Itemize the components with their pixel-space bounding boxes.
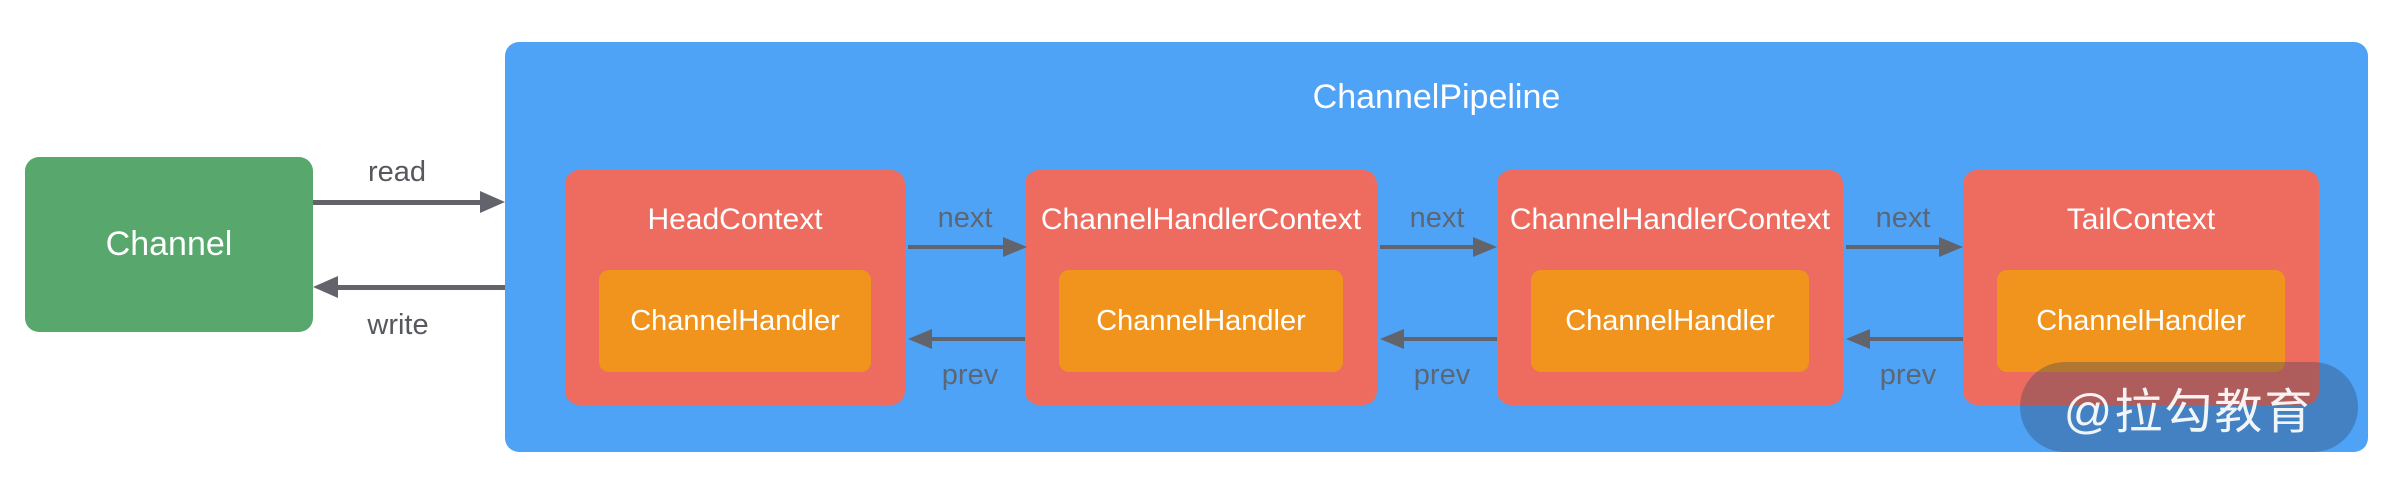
next-arrow-1-shaft bbox=[908, 245, 1005, 249]
context-node-tail: TailContext ChannelHandler bbox=[1963, 170, 2319, 405]
prev-arrow-1-shaft bbox=[930, 337, 1025, 341]
context-title: HeadContext bbox=[647, 203, 823, 236]
handler-label: ChannelHandler bbox=[1565, 304, 1775, 337]
watermark-badge: @拉勾教育 bbox=[2020, 362, 2358, 452]
prev-arrow-2-head bbox=[1380, 329, 1404, 349]
prev-arrow-3-head bbox=[1846, 329, 1870, 349]
next-label-3: next bbox=[1875, 202, 1931, 234]
handler-node: ChannelHandler bbox=[599, 270, 871, 372]
context-title: TailContext bbox=[2066, 203, 2216, 236]
handler-node: ChannelHandler bbox=[1059, 270, 1343, 372]
prev-label-2: prev bbox=[1413, 359, 1471, 391]
handler-label: ChannelHandler bbox=[630, 304, 840, 337]
prev-label-3: prev bbox=[1879, 359, 1937, 391]
watermark-text: @拉勾教育 bbox=[2063, 386, 2315, 439]
prev-arrow-3-shaft bbox=[1868, 337, 1963, 341]
next-label-1: next bbox=[937, 202, 993, 234]
write-label: write bbox=[367, 309, 429, 341]
read-arrow-head bbox=[480, 191, 505, 213]
handler-node: ChannelHandler bbox=[1997, 270, 2285, 372]
context-node-1: ChannelHandlerContext ChannelHandler bbox=[1025, 170, 1377, 405]
next-arrow-3-head bbox=[1939, 237, 1963, 257]
handler-label: ChannelHandler bbox=[1096, 304, 1306, 337]
read-label: read bbox=[367, 156, 427, 188]
channel-label: Channel bbox=[105, 225, 233, 263]
pipeline-container: ChannelPipeline HeadContext ChannelHandl… bbox=[505, 42, 2368, 452]
read-arrow-shaft bbox=[313, 200, 483, 205]
write-arrow-head bbox=[313, 276, 338, 298]
next-label-2: next bbox=[1409, 202, 1465, 234]
write-arrow-shaft bbox=[336, 285, 505, 290]
context-title: ChannelHandlerContext bbox=[1509, 203, 1831, 236]
pipeline-title: ChannelPipeline bbox=[1312, 78, 1561, 116]
next-arrow-3-shaft bbox=[1846, 245, 1941, 249]
channel-node: Channel bbox=[25, 157, 313, 332]
handler-label: ChannelHandler bbox=[2036, 304, 2246, 337]
prev-arrow-1-head bbox=[908, 329, 932, 349]
prev-arrow-2-shaft bbox=[1402, 337, 1497, 341]
handler-node: ChannelHandler bbox=[1531, 270, 1809, 372]
next-arrow-1-head bbox=[1003, 237, 1027, 257]
next-arrow-2-head bbox=[1473, 237, 1497, 257]
prev-label-1: prev bbox=[941, 359, 999, 391]
context-node-head: HeadContext ChannelHandler bbox=[565, 170, 905, 405]
next-arrow-2-shaft bbox=[1380, 245, 1475, 249]
context-node-2: ChannelHandlerContext ChannelHandler bbox=[1497, 170, 1843, 405]
context-title: ChannelHandlerContext bbox=[1040, 203, 1362, 236]
